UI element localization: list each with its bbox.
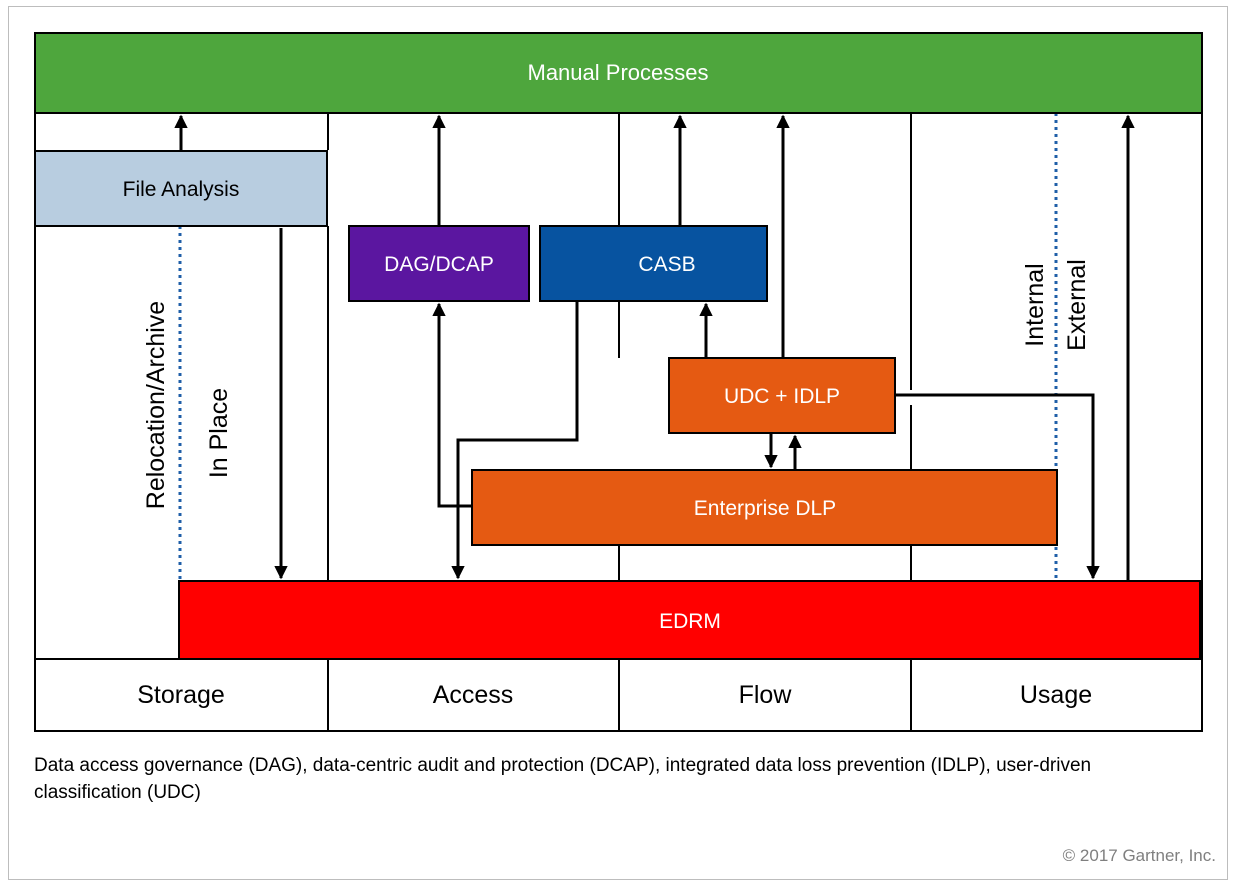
enterprise-dlp-label: Enterprise DLP (694, 497, 836, 520)
relocation-archive-label: Relocation/Archive (142, 301, 170, 509)
udc-idlp-label: UDC + IDLP (724, 385, 840, 408)
edrm-label: EDRM (659, 610, 721, 633)
in-place-label: In Place (205, 388, 233, 478)
manual-processes-box: Manual Processes (34, 32, 1203, 114)
file-analysis-label: File Analysis (123, 178, 240, 201)
external-label: External (1063, 259, 1091, 351)
casb-label: CASB (638, 253, 695, 276)
arrow-udc-to-edrm (895, 393, 1100, 580)
udc-idlp-box: UDC + IDLP (668, 357, 896, 434)
dag-dcap-label: DAG/DCAP (384, 253, 494, 276)
caption: Data access governance (DAG), data-centr… (34, 755, 1092, 803)
file-analysis-box: File Analysis (34, 150, 328, 227)
column-label-usage: Usage (1020, 681, 1092, 709)
column-label-flow: Flow (739, 681, 793, 709)
copyright: © 2017 Gartner, Inc. (1062, 846, 1216, 865)
casb-box: CASB (539, 225, 768, 302)
column-label-storage: Storage (137, 681, 225, 709)
arrow-edlp-to-dag (432, 302, 472, 508)
arrow-casb-to-edrm (451, 301, 579, 580)
internal-label: Internal (1021, 263, 1049, 346)
dag-dcap-box: DAG/DCAP (348, 225, 530, 302)
edrm-box: EDRM (178, 580, 1201, 660)
manual-processes-label: Manual Processes (528, 60, 709, 85)
enterprise-dlp-box: Enterprise DLP (471, 469, 1058, 546)
column-label-access: Access (433, 681, 514, 709)
